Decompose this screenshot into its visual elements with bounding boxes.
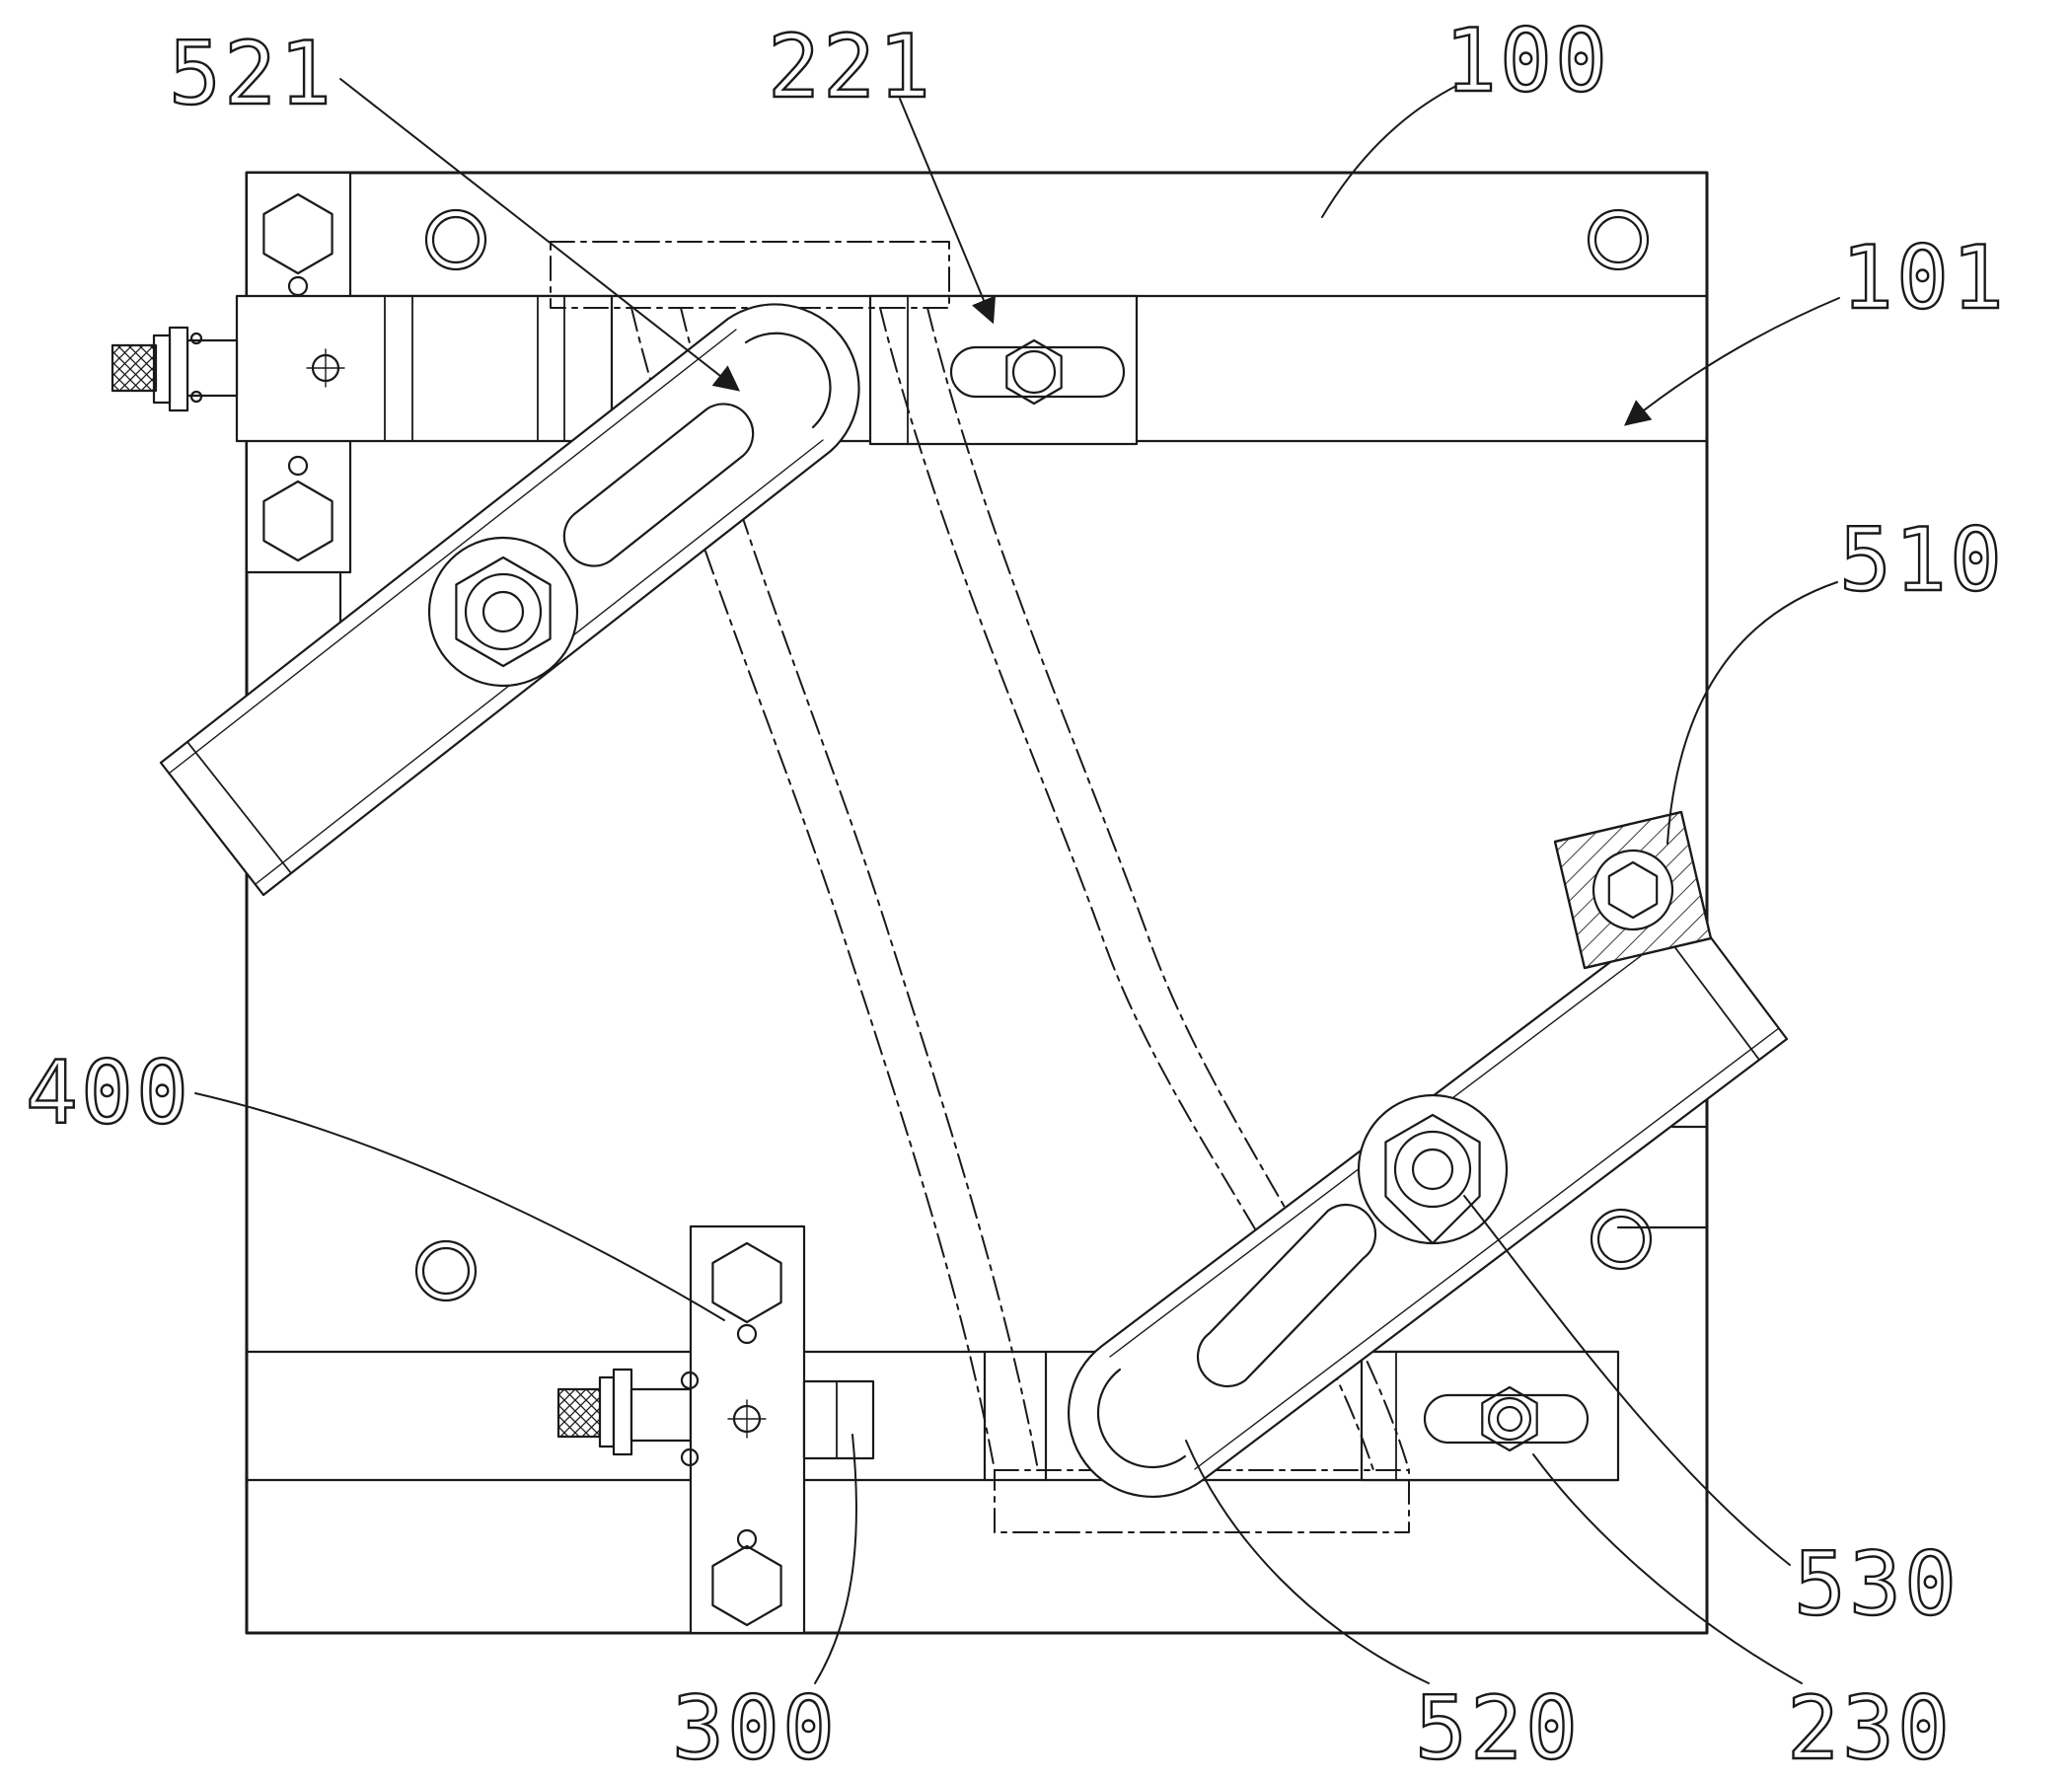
pivot-mount-block xyxy=(1553,810,1713,970)
bolt-shank xyxy=(1487,1396,1532,1442)
upper-arm-end-step xyxy=(186,741,292,874)
dowel-hole xyxy=(736,1323,758,1345)
pivot-bore xyxy=(1393,1130,1472,1209)
air-fitting-hatch xyxy=(556,1387,604,1439)
label-520: 520 xyxy=(1415,1677,1581,1779)
label-530: 530 xyxy=(1794,1533,1960,1635)
hex-nut-icon xyxy=(1481,1385,1538,1452)
adjust-slot xyxy=(949,345,1126,399)
leader-400 xyxy=(194,1092,725,1321)
hex-nut-icon xyxy=(1384,1113,1481,1245)
leader-300 xyxy=(814,1434,858,1684)
rod-end xyxy=(185,338,239,398)
upper-cylinder xyxy=(111,294,614,443)
workpiece-top-outline xyxy=(550,241,950,309)
leader-520 xyxy=(1185,1440,1430,1684)
label-221: 221 xyxy=(768,16,933,117)
leader-lines xyxy=(194,78,1840,1684)
top-clamp-block xyxy=(868,294,1139,446)
hex-bolt-icon xyxy=(1607,860,1659,920)
upper-pivot-nut xyxy=(427,536,579,688)
hex-bolt-icon xyxy=(262,480,333,562)
bottom-clamp-block xyxy=(1360,1350,1620,1482)
lower-mount-bracket xyxy=(556,1224,875,1635)
leader-221 xyxy=(899,98,997,325)
lower-arm-slot xyxy=(1196,1203,1377,1388)
upper-arm-tip-arc xyxy=(744,332,832,429)
drawing-root xyxy=(111,78,1840,1684)
label-100: 100 xyxy=(1444,10,1610,111)
hex-nut-icon xyxy=(455,556,552,668)
fitting-screw xyxy=(189,390,203,404)
lower-arm-end-step xyxy=(1658,925,1760,1061)
leader-230 xyxy=(1532,1453,1803,1684)
corner-bolt-holes xyxy=(414,208,1653,1302)
workpiece-bottom-outline xyxy=(994,1469,1410,1533)
top-clamp-block-body xyxy=(868,294,1139,446)
lower-pivot-nut xyxy=(1357,1093,1509,1245)
fitting-screw xyxy=(189,332,203,345)
pivot-washer xyxy=(427,536,579,688)
leader-101 xyxy=(1623,297,1840,426)
dowel-hole xyxy=(287,455,309,477)
pusher-block xyxy=(802,1379,875,1460)
right-support-ledges xyxy=(1616,1125,1709,1229)
center-mark-cross xyxy=(727,1399,767,1439)
upper-swing-arm xyxy=(159,303,860,897)
label-400: 400 xyxy=(26,1042,191,1144)
pivot-stud xyxy=(481,590,525,633)
upper-arm-slot xyxy=(562,403,755,567)
pivot-bore xyxy=(464,572,543,651)
leader-510 xyxy=(1666,581,1838,845)
leader-530 xyxy=(1463,1195,1791,1566)
rod-end xyxy=(629,1387,693,1443)
pivot-stud xyxy=(1411,1148,1454,1191)
lower-arm-tip-arc xyxy=(1096,1368,1187,1469)
label-510: 510 xyxy=(1839,509,2005,611)
dowel-hole xyxy=(736,1528,758,1550)
fitting-screw xyxy=(680,1447,700,1467)
fitting-flange xyxy=(168,326,189,412)
reference-labels: 521 221 100 101 510 400 300 520 230 530 xyxy=(25,9,2007,1780)
bolt-stud xyxy=(1496,1405,1523,1433)
hex-bolt-icon xyxy=(262,192,333,275)
leader-100 xyxy=(1321,84,1459,218)
cylinder-body xyxy=(235,294,614,443)
leader-521 xyxy=(339,78,741,392)
block-bolt-washer xyxy=(1591,849,1674,931)
fitting-flange xyxy=(598,1375,616,1448)
adjust-slot xyxy=(1423,1393,1590,1445)
lower-swing-arm xyxy=(1067,903,1789,1499)
cylinder-body-lines xyxy=(384,295,565,442)
fitting-flange xyxy=(612,1368,633,1456)
hex-nut-icon xyxy=(1005,338,1063,406)
label-230: 230 xyxy=(1787,1677,1953,1779)
label-101: 101 xyxy=(1841,227,2007,329)
label-521: 521 xyxy=(169,23,334,124)
hex-bolt-icon xyxy=(711,1241,782,1324)
hex-bolt-icon xyxy=(711,1544,782,1627)
fitting-screw xyxy=(680,1371,700,1390)
bolt-shank xyxy=(1011,349,1057,395)
air-fitting-hatch xyxy=(111,343,158,393)
center-mark-cross xyxy=(306,348,345,388)
label-300: 300 xyxy=(672,1677,838,1779)
